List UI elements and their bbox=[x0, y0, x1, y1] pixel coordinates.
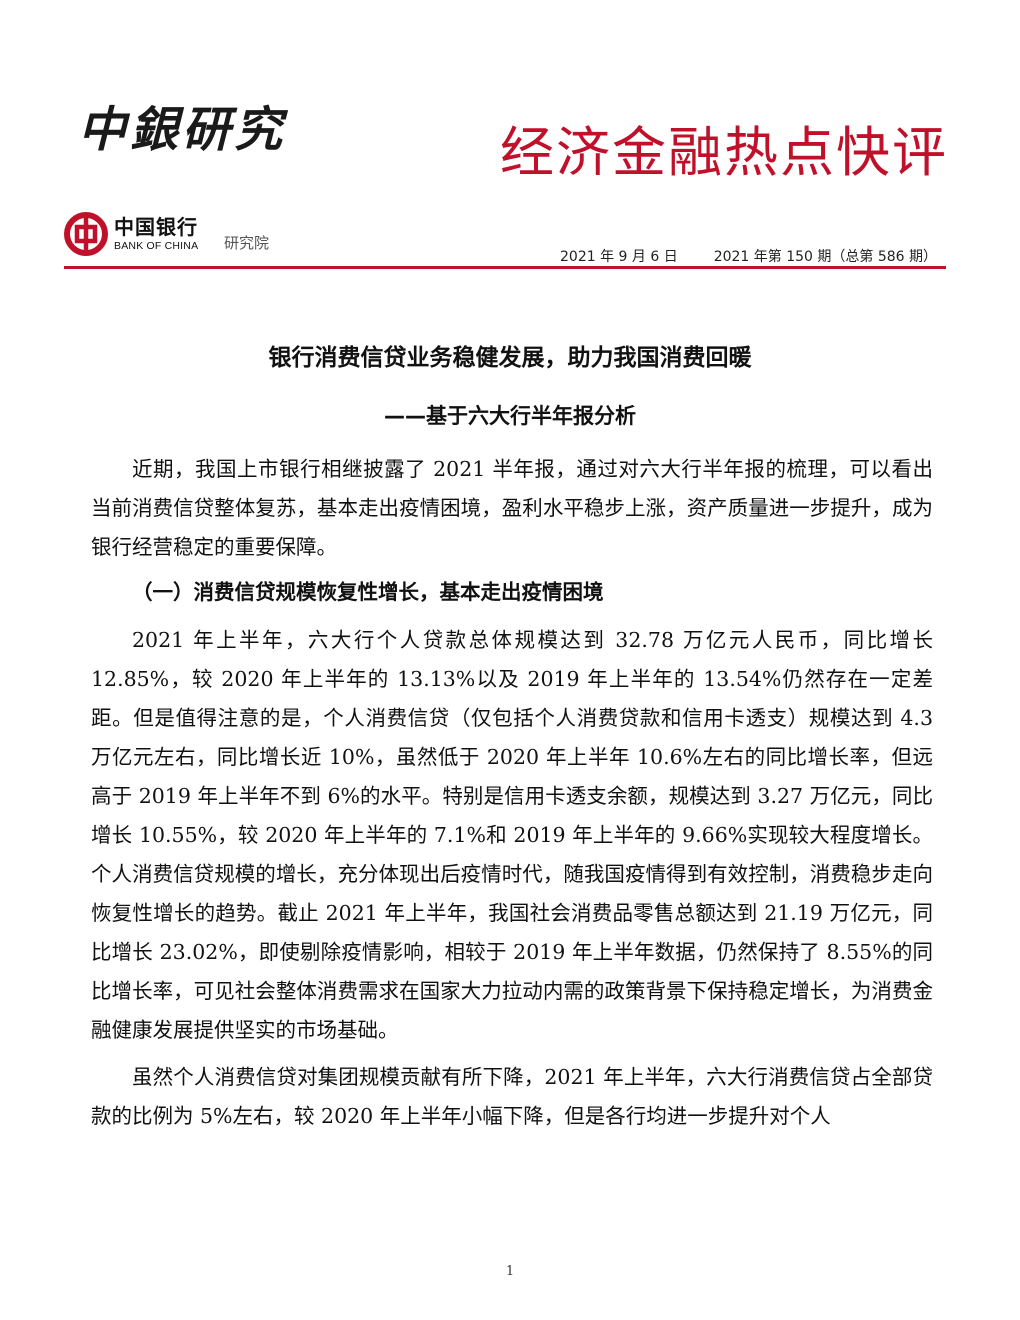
intro-paragraph: 近期，我国上市银行相继披露了 2021 半年报，通过对六大行半年报的梳理，可以看… bbox=[91, 457, 933, 559]
body-paragraph: 虽然个人消费信贷对集团规模贡献有所下降，2021 年上半年，六大行消费信贷占全部… bbox=[91, 1065, 933, 1128]
publish-date: 2021 年 9 月 6 日 bbox=[560, 249, 678, 265]
section-heading: （一）消费信贷规模恢复性增长，基本走出疫情困境 bbox=[132, 580, 604, 604]
issue-number: 2021 年第 150 期（总第 586 期） bbox=[713, 249, 938, 265]
body-paragraph: 2021 年上半年，六大行个人贷款总体规模达到 32.78 万亿元人民币，同比增… bbox=[91, 628, 933, 1042]
calligraphy-logo: 中銀研究 bbox=[78, 102, 287, 158]
header-divider bbox=[64, 266, 946, 269]
series-title: 经济金融热点快评 bbox=[500, 121, 948, 184]
institute-label: 研究院 bbox=[224, 234, 270, 252]
article-subtitle: ——基于六大行半年报分析 bbox=[384, 404, 636, 428]
bank-name-cn: 中国银行 bbox=[114, 214, 198, 239]
article-title: 银行消费信贷业务稳健发展，助力我国消费回暖 bbox=[268, 345, 752, 371]
page-number: 1 bbox=[505, 1264, 515, 1279]
bank-of-china-emblem-icon bbox=[64, 212, 108, 256]
date-issue-line: 2021 年 9 月 6 日 2021 年第 150 期（总第 586 期） bbox=[560, 246, 937, 266]
bank-logo: 中国银行 BANK OF CHINA bbox=[64, 212, 198, 256]
bank-name-en: BANK OF CHINA bbox=[114, 239, 199, 252]
article-body: 近期，我国上市银行相继披露了 2021 半年报，通过对六大行半年报的梳理，可以看… bbox=[91, 450, 933, 1136]
